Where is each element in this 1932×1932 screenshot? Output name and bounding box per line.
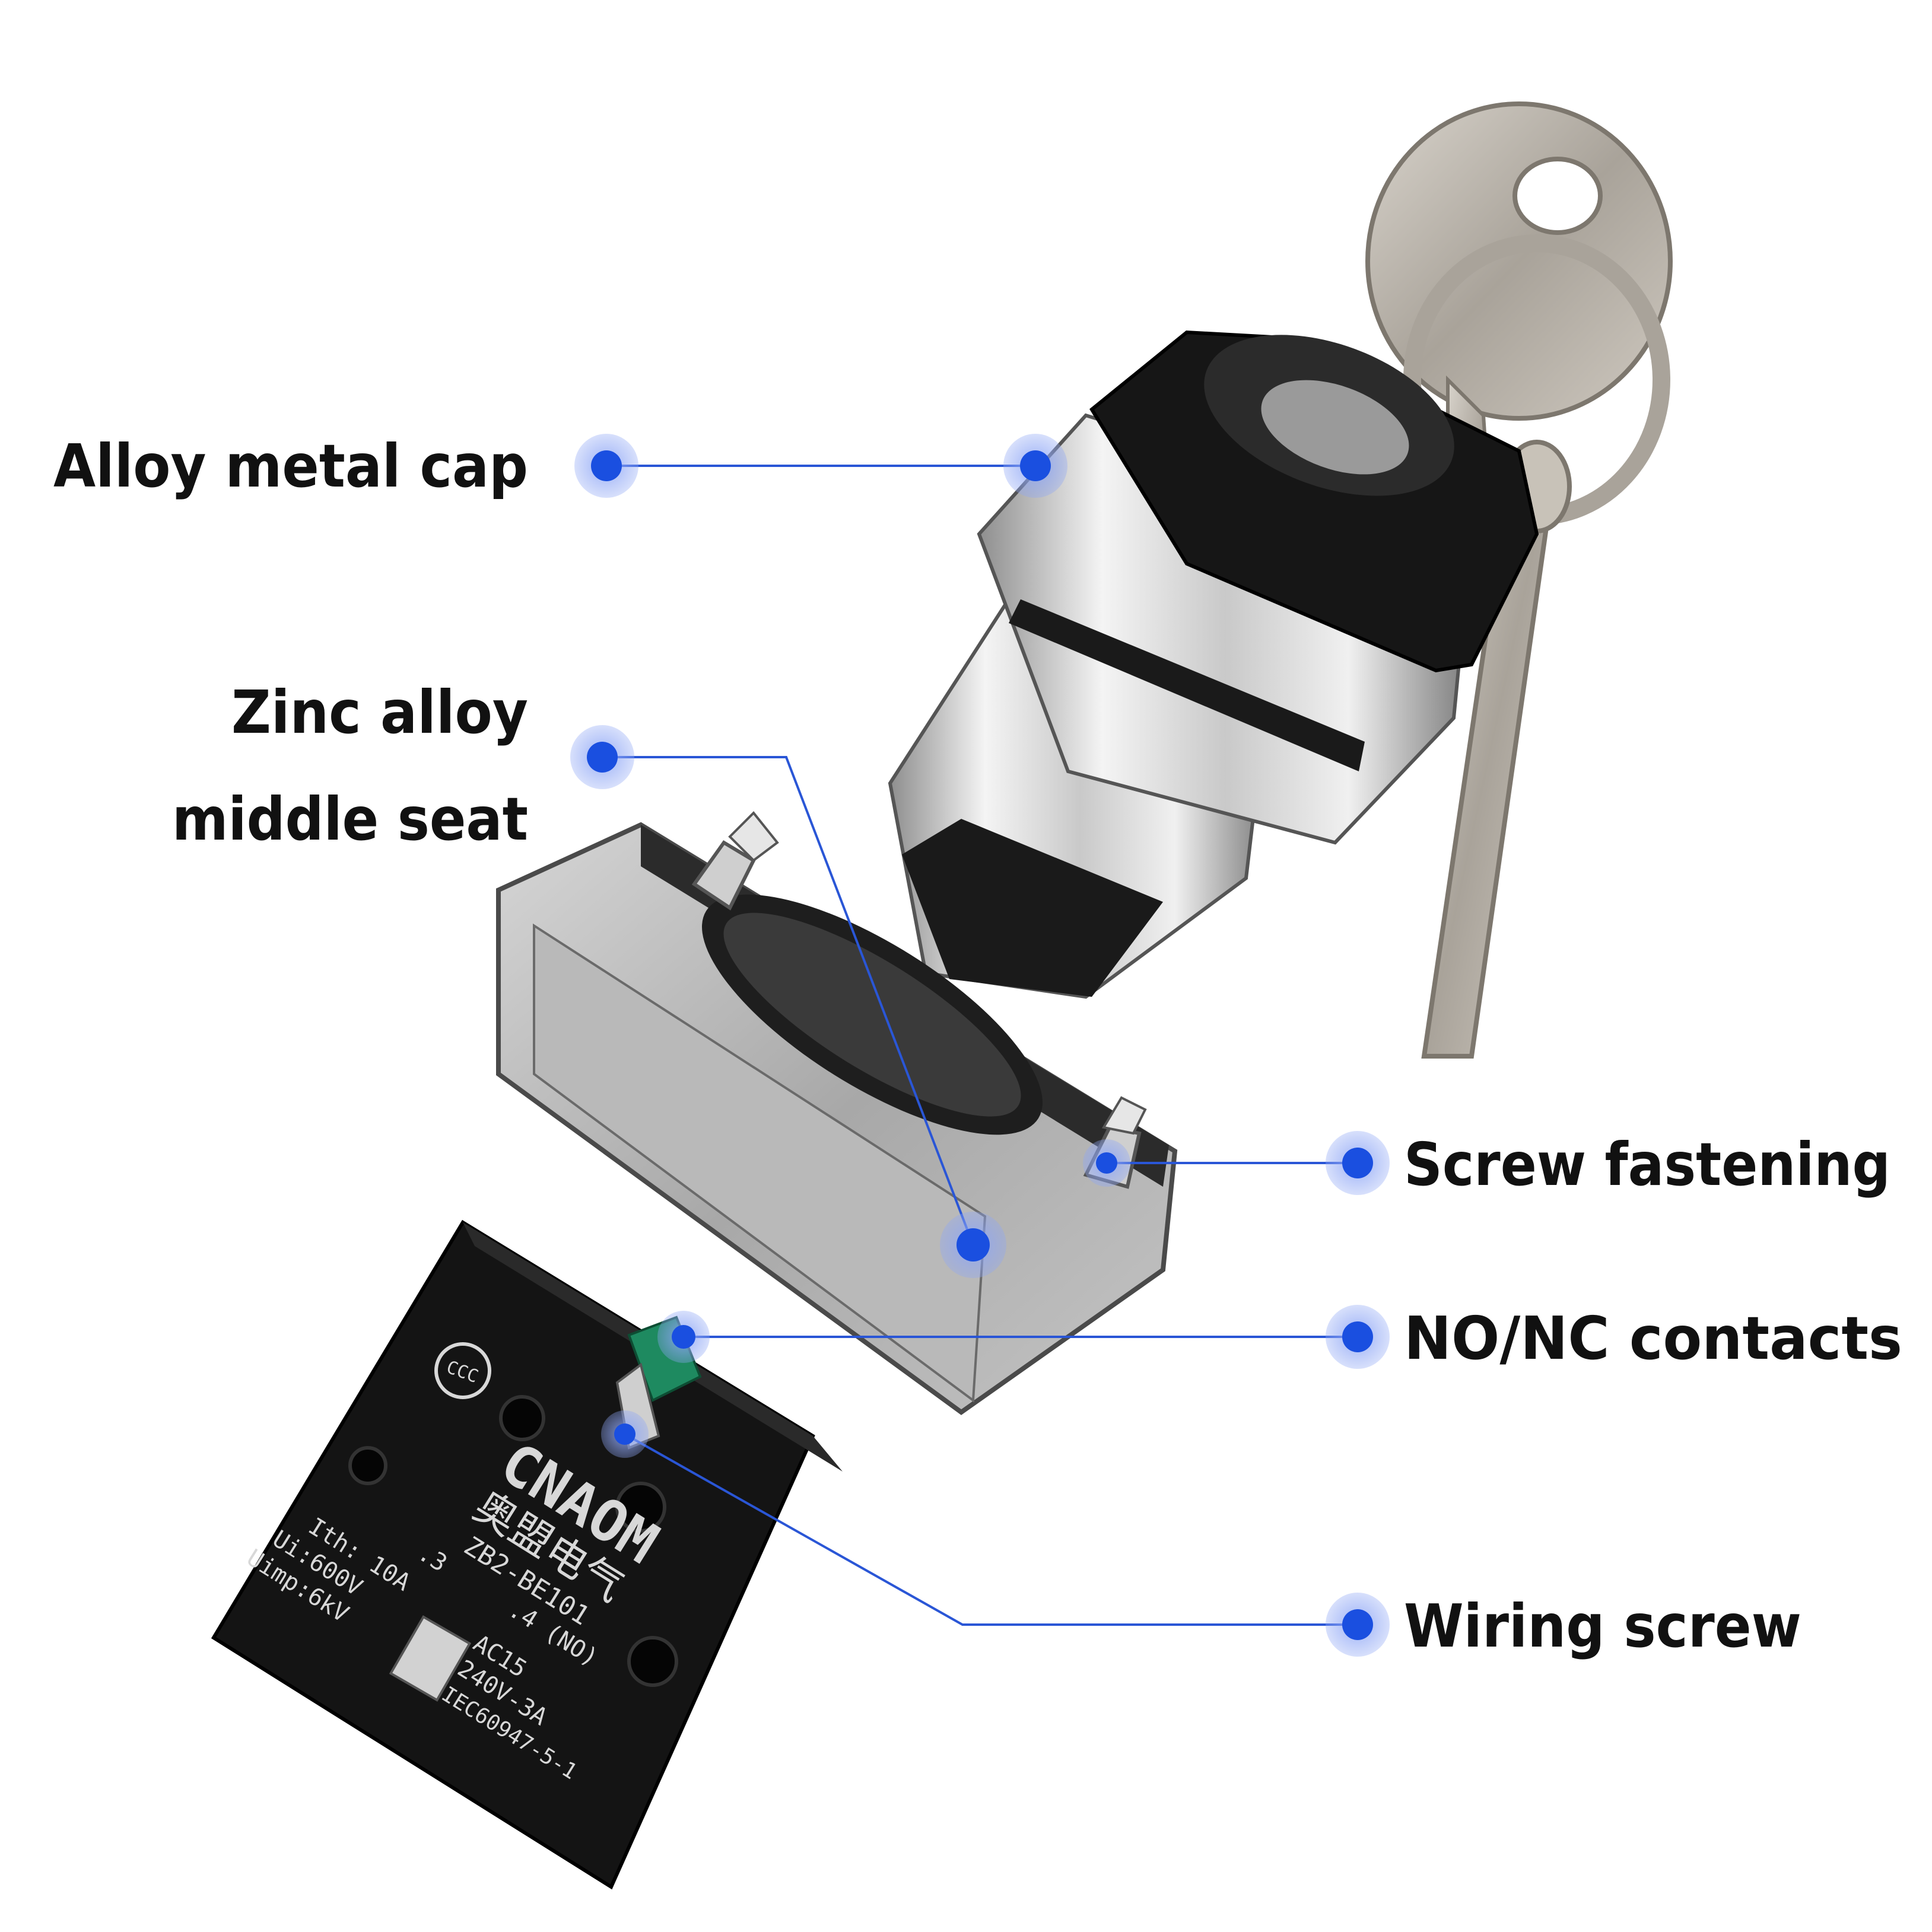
marker-dot-seat-left (570, 725, 634, 789)
label-no-nc-contacts: NO/NC contacts (1404, 1304, 1902, 1373)
label-alloy-metal-cap: Alloy metal cap (53, 431, 528, 501)
marker-dot-cap-left (574, 434, 638, 498)
marker-dot-screw-right (1326, 1131, 1390, 1195)
leader-line-wiring (624, 1433, 1358, 1626)
label-zinc-alloy-line2: middle seat (172, 784, 528, 854)
key-switch-head (888, 101, 1673, 1059)
marker-dot-screw (1083, 1139, 1130, 1187)
marker-dot-wiring-right (1326, 1593, 1390, 1657)
label-zinc-alloy-line1: Zinc alloy (231, 678, 528, 747)
label-screw-fastening: Screw fastening (1404, 1130, 1890, 1199)
marker-dot-seat (940, 1212, 1006, 1278)
markers (570, 434, 1390, 1657)
callouts (602, 465, 1358, 1626)
label-wiring-screw: Wiring screw (1404, 1591, 1801, 1661)
marker-dot-cap (1003, 434, 1067, 498)
marker-dot-wiring (601, 1410, 649, 1458)
contact-block: CCC CNAOM 奥盟电气 ZB2-BE101 .3 .4 (NO) AC15… (211, 1219, 843, 1890)
leader-line-seat (602, 756, 974, 1245)
marker-dot-contacts (657, 1311, 710, 1363)
middle-seat (496, 811, 1178, 1415)
marker-dot-contacts-right (1326, 1305, 1390, 1369)
